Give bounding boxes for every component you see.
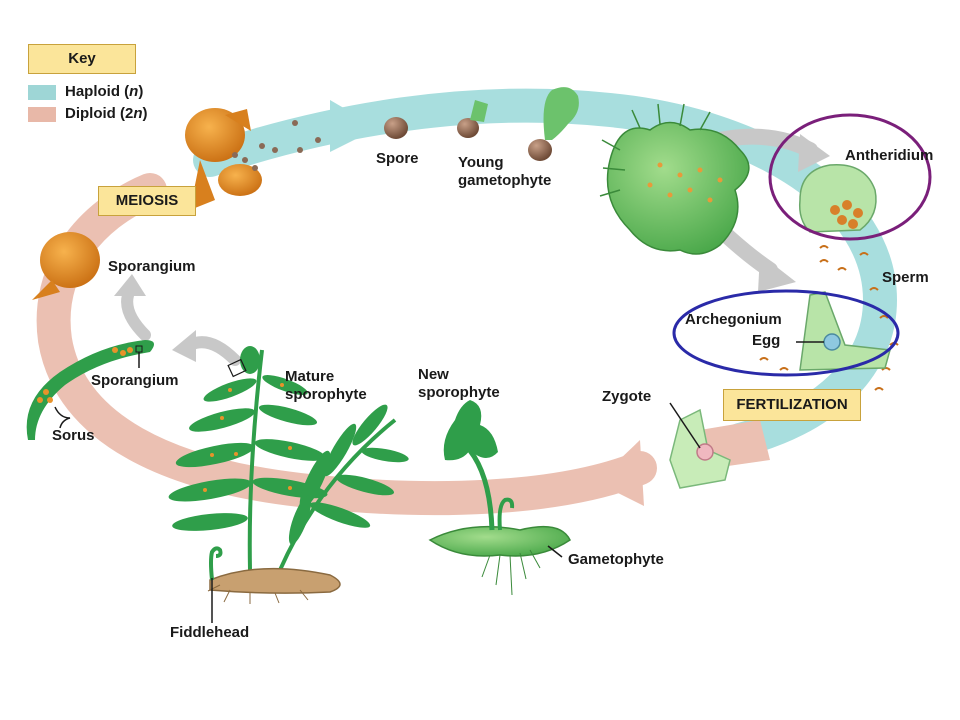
arrowhead-sporangium xyxy=(114,274,146,296)
mature-sporophyte-fern xyxy=(168,346,409,571)
arrowhead-archegonium xyxy=(758,254,796,292)
sporangium-closed-left xyxy=(32,232,100,300)
gametophyte-label: Gametophyte xyxy=(568,551,664,568)
sorus-label: Sorus xyxy=(52,427,95,444)
diploid-swatch xyxy=(28,107,56,122)
sorus-bracket xyxy=(54,406,71,429)
zygote-label: Zygote xyxy=(602,388,652,405)
diploid-arrowhead-bottom xyxy=(596,440,644,506)
young-gametophyte-label-2: gametophyte xyxy=(458,172,552,189)
young-gametophyte-large xyxy=(528,87,579,161)
young-gametophyte-label-1: Young xyxy=(458,154,504,171)
sperm-icons xyxy=(759,245,899,391)
mature-sporophyte-label-2: sporophyte xyxy=(285,386,367,403)
sporangium-lower-label: Sporangium xyxy=(91,372,179,389)
sporangium-open-top xyxy=(185,108,262,210)
young-gametophyte-small xyxy=(457,100,488,138)
zygote xyxy=(669,408,731,489)
antheridium-highlight-circle xyxy=(768,113,932,241)
fertilization-box: FERTILIZATION xyxy=(723,389,861,421)
rhizome xyxy=(207,567,341,604)
haploid-swatch xyxy=(28,85,56,100)
archegonium-label: Archegonium xyxy=(685,311,782,328)
gametophyte-prothallus xyxy=(599,103,750,255)
arrowhead-antheridium xyxy=(798,134,830,172)
diploid-label: Diploid (2n) xyxy=(65,105,148,122)
key-title: Key xyxy=(28,44,136,74)
spore-label: Spore xyxy=(376,150,419,167)
gametophyte-pointer xyxy=(547,545,563,558)
arrow-to-sorus xyxy=(184,336,241,366)
antheridium-label: Antheridium xyxy=(845,147,934,164)
new-sporophyte-label-2: sporophyte xyxy=(418,384,500,401)
frond-segment-with-sori xyxy=(26,340,155,440)
fiddlehead-label: Fiddlehead xyxy=(170,624,250,641)
new-sporophyte-label-1: New xyxy=(418,366,449,383)
arrowhead-sorus xyxy=(172,330,196,362)
new-sporophyte xyxy=(428,400,571,596)
zygote-pointer xyxy=(669,402,701,449)
sorus-magnify-box xyxy=(227,358,247,378)
sperm-label: Sperm xyxy=(882,269,929,286)
haploid-band xyxy=(193,88,898,457)
arrow-to-sporangium xyxy=(121,284,151,341)
released-spores xyxy=(232,120,321,171)
fiddlehead xyxy=(209,546,223,581)
egg-icon xyxy=(823,333,841,351)
haploid-arrowhead-top xyxy=(330,100,378,152)
archegonium-highlight-circle xyxy=(672,289,900,377)
meiosis-box: MEIOSIS xyxy=(98,186,196,216)
egg-label: Egg xyxy=(752,332,781,349)
sporangium-upper-label: Sporangium xyxy=(108,258,196,275)
haploid-label: Haploid (n) xyxy=(65,83,144,100)
spore-icon xyxy=(384,117,408,139)
mature-sporophyte-label-1: Mature xyxy=(285,368,335,385)
antheridium xyxy=(798,163,877,233)
